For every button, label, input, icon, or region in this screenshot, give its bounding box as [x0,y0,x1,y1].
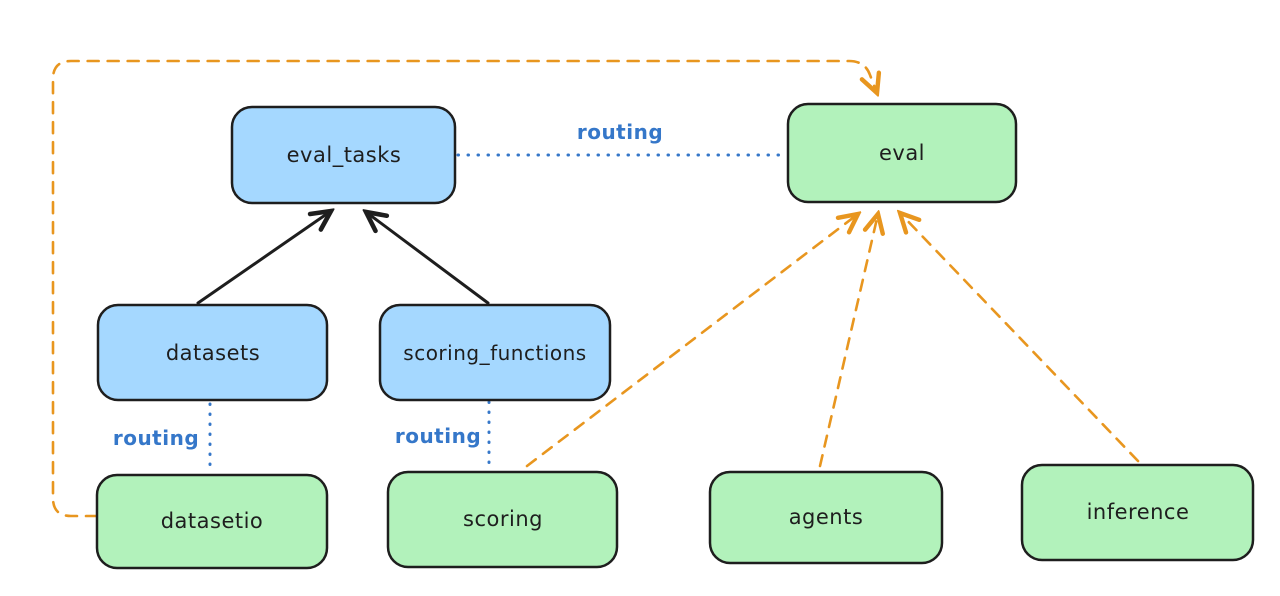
edge-scoring-to-eval-dashed [525,214,858,468]
node-datasetio-box [95,473,329,570]
node-scoring-functions-label: scoring_functions [403,341,586,365]
edge-agents-to-eval-dashed [818,214,878,468]
node-eval-tasks-box [230,105,457,205]
node-scoring-functions-box [378,303,612,402]
node-datasets: datasets [96,303,329,402]
node-agents-label: agents [789,505,864,529]
edge-label-routing-scoring: routing [395,424,481,448]
node-scoring: scoring [386,470,619,569]
edge-datasetio-to-eval-dashed [51,59,877,518]
node-eval-tasks: eval_tasks [230,105,457,205]
node-eval-box [786,102,1018,204]
node-eval-label: eval [879,141,925,165]
node-scoring-functions: scoring_functions [378,303,612,402]
edge-datasets-to-eval-tasks [196,211,331,305]
node-scoring-box [386,470,619,569]
edge-scoring-functions-to-eval-tasks [366,212,490,305]
node-agents-box [708,470,944,565]
node-inference-label: inference [1087,500,1190,524]
node-scoring-label: scoring [463,507,543,531]
node-inference: inference [1020,463,1255,562]
node-datasetio-label: datasetio [161,509,264,533]
node-datasets-box [96,303,329,402]
edge-inference-to-eval-dashed [900,213,1140,463]
edge-label-routing-datasets: routing [113,426,199,450]
node-agents: agents [708,470,944,565]
node-datasets-label: datasets [166,341,260,365]
edge-label-routing-top: routing [577,120,663,144]
node-datasetio: datasetio [95,473,329,570]
node-eval: eval [786,102,1018,204]
node-inference-box [1020,463,1255,562]
node-eval-tasks-label: eval_tasks [287,143,402,168]
